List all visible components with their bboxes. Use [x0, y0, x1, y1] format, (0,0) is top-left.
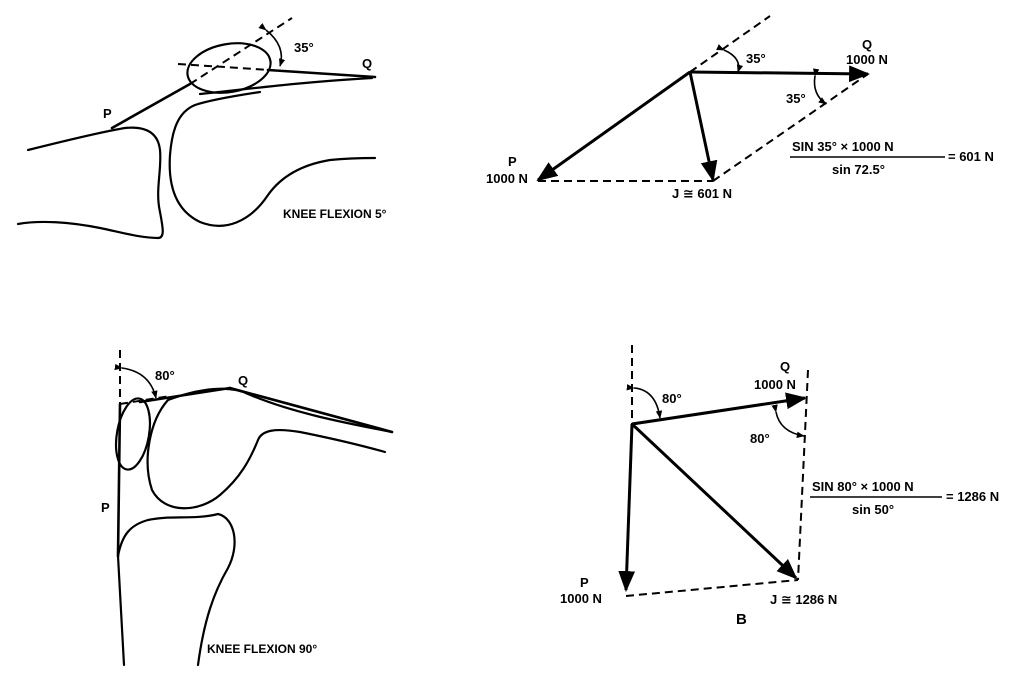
q-name: Q — [780, 359, 790, 374]
q-vector — [631, 392, 808, 426]
q-label: Q — [238, 373, 248, 388]
top-angle-arc — [716, 44, 744, 73]
caption: KNEE FLEXION 90° — [207, 642, 317, 656]
top-angle-label: 35° — [746, 51, 766, 66]
formula-denominator: sin 72.5° — [832, 162, 885, 177]
top-angle-label: 80° — [662, 391, 682, 406]
p-vector — [536, 70, 691, 182]
anatomy-knee-flexion-5: 35° P Q KNEE FLEXION 5° — [16, 17, 387, 240]
p-label: P — [103, 106, 112, 121]
extension-line — [189, 17, 293, 85]
panel-letter: B — [736, 611, 747, 628]
p-label: P — [101, 500, 110, 515]
q-vector — [689, 65, 871, 83]
horizontal-reference-line — [177, 63, 271, 71]
formula-numerator: SIN 35° × 1000 N — [792, 139, 894, 154]
quadriceps-tendon-shaft — [228, 386, 394, 434]
vector-diagram-90: 80° 80° Q 1000 N P 1000 N J ≅ 1286 N B S… — [560, 345, 999, 628]
femur-lower-outline — [146, 398, 387, 510]
p-force: 1000 N — [486, 171, 528, 186]
formula-denominator: sin 50° — [852, 502, 894, 517]
p-name: P — [580, 575, 589, 590]
angle-arc — [258, 23, 286, 67]
tibia-left-edge — [116, 554, 126, 667]
quadriceps-tendon — [138, 386, 232, 404]
j-vector — [630, 422, 798, 580]
tibia-outline — [16, 126, 164, 240]
j-label: J ≅ 601 N — [672, 186, 732, 201]
caption: KNEE FLEXION 5° — [283, 207, 387, 221]
p-name: P — [508, 154, 517, 169]
patellar-tendon — [110, 82, 192, 130]
horizontal-reference-line — [119, 395, 171, 405]
formula-result: = 1286 N — [946, 489, 999, 504]
q-force: 1000 N — [754, 377, 796, 392]
tibia-outline — [116, 512, 236, 667]
angle-label: 35° — [294, 40, 314, 55]
parallelogram-bottom — [625, 579, 799, 597]
right-angle-arc — [813, 68, 827, 105]
angle-arc — [114, 363, 158, 399]
patellar-tendon — [116, 402, 122, 558]
q-label: Q — [362, 56, 372, 71]
parallelogram-right — [712, 73, 869, 182]
angle-label: 80° — [155, 368, 175, 383]
q-name: Q — [862, 37, 872, 52]
j-label: J ≅ 1286 N — [770, 592, 837, 607]
top-angle-arc — [626, 384, 663, 419]
q-force: 1000 N — [846, 52, 888, 67]
femur-outline — [168, 90, 377, 227]
p-vector — [618, 423, 636, 593]
femur-outline — [166, 387, 394, 434]
vector-diagram-5: 35° 35° Q 1000 N P 1000 N J ≅ 601 N SIN … — [486, 15, 994, 201]
right-angle-arc — [771, 404, 805, 438]
patella — [186, 42, 272, 94]
p-force: 1000 N — [560, 591, 602, 606]
quadriceps-tendon — [266, 68, 377, 79]
formula-numerator: SIN 80° × 1000 N — [812, 479, 914, 494]
j-vector — [688, 71, 718, 183]
anatomy-knee-flexion-90: 80° Q P KNEE FLEXION 90° — [101, 350, 394, 667]
right-angle-label: 80° — [750, 431, 770, 446]
extension-dashed-line — [689, 15, 771, 73]
formula-result: = 601 N — [948, 149, 994, 164]
right-angle-label: 35° — [786, 91, 806, 106]
right-reference-line — [797, 369, 809, 581]
